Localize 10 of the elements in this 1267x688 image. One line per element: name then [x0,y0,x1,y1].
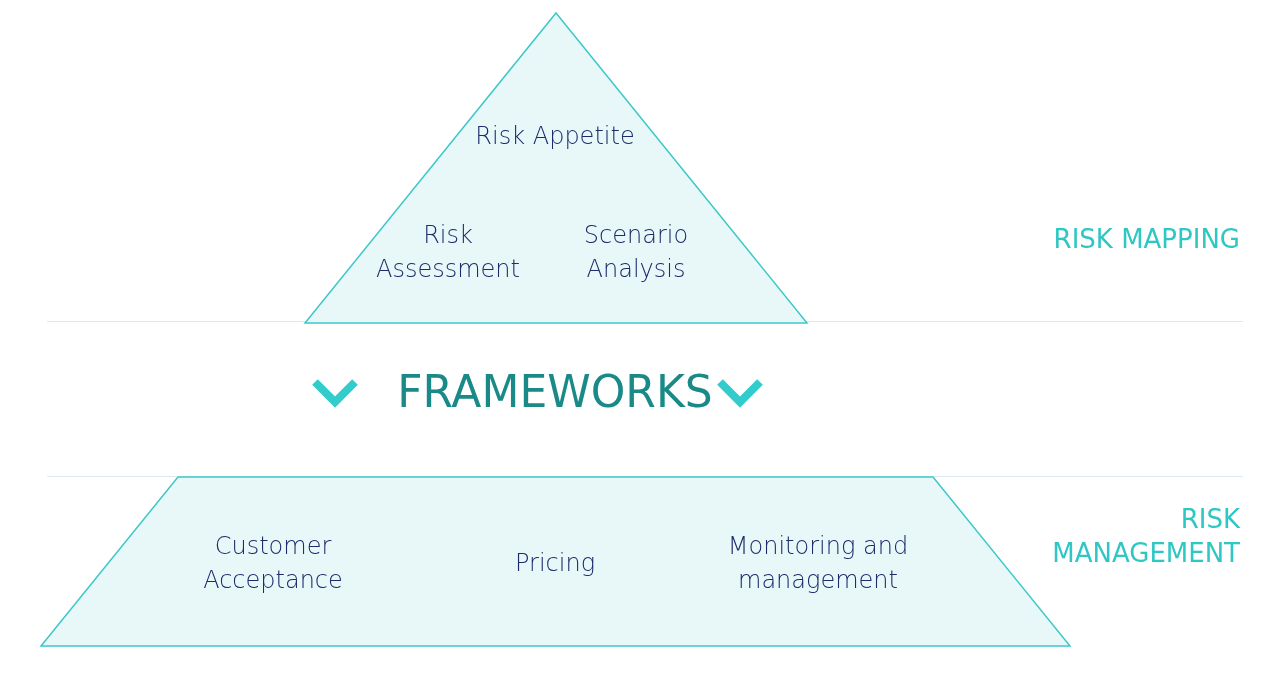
tier-label: RISK MANAGEMENT [1051,503,1240,570]
triangle-shape [305,13,807,323]
tier-label: RISK MAPPING [1053,223,1240,256]
shape-label: Scenario Analysis [582,220,690,285]
shape-label: Customer Acceptance [202,531,344,596]
shape-label: Monitoring and management [726,531,910,596]
shape-label: Risk Assessment [375,220,521,285]
section-heading: FRAMEWORKS [397,365,713,419]
shape-label: Risk Appetite [475,121,635,152]
shape-label: Pricing [513,548,597,579]
